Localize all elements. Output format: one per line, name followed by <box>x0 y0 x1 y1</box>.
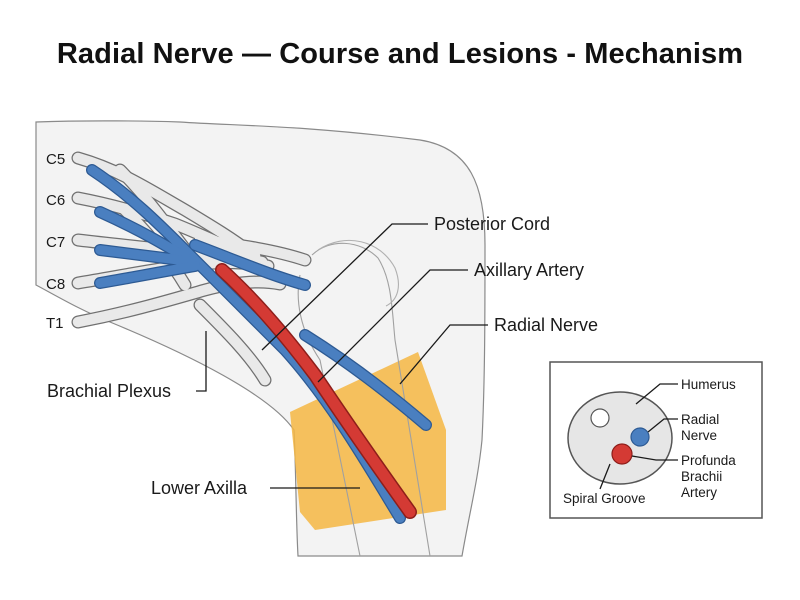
inset-radial-nerve-dot <box>630 427 650 447</box>
inset-artery-dot <box>611 443 633 465</box>
root-labels: C5 C6 C7 C8 T1 <box>46 151 65 332</box>
root-label-c6: C6 <box>46 192 65 209</box>
label-lower-axilla: Lower Axilla <box>151 478 248 498</box>
inset-label-radial-2: Nerve <box>681 428 717 443</box>
label-radial-nerve: Radial Nerve <box>494 315 598 335</box>
humerus-bone-section <box>590 408 610 428</box>
leader-lines <box>196 223 488 489</box>
inset-label-humerus: Humerus <box>681 377 736 392</box>
root-label-c8: C8 <box>46 276 65 293</box>
cross-section-inset: Humerus Radial Nerve Profunda Brachii Ar… <box>549 361 763 519</box>
label-brachial-plexus: Brachial Plexus <box>47 381 171 401</box>
radial-nerve-path <box>86 164 432 524</box>
axillary-artery <box>215 263 417 519</box>
page-title: Radial Nerve — Course and Lesions - Mech… <box>56 38 744 70</box>
inset-label-profunda-1: Profunda <box>681 453 736 468</box>
root-label-c5: C5 <box>46 151 65 168</box>
inset-label-radial-1: Radial <box>681 412 719 427</box>
label-posterior-cord: Posterior Cord <box>434 214 550 234</box>
inset-label-profunda-2: Brachii <box>681 469 722 484</box>
inset-label-profunda-3: Artery <box>681 485 717 500</box>
inset-label-spiral-groove: Spiral Groove <box>563 491 646 506</box>
root-label-t1: T1 <box>46 315 64 332</box>
arm-cross-section <box>567 391 673 485</box>
label-axillary-artery: Axillary Artery <box>474 260 584 280</box>
root-label-c7: C7 <box>46 234 65 251</box>
humerus-head <box>317 239 399 307</box>
